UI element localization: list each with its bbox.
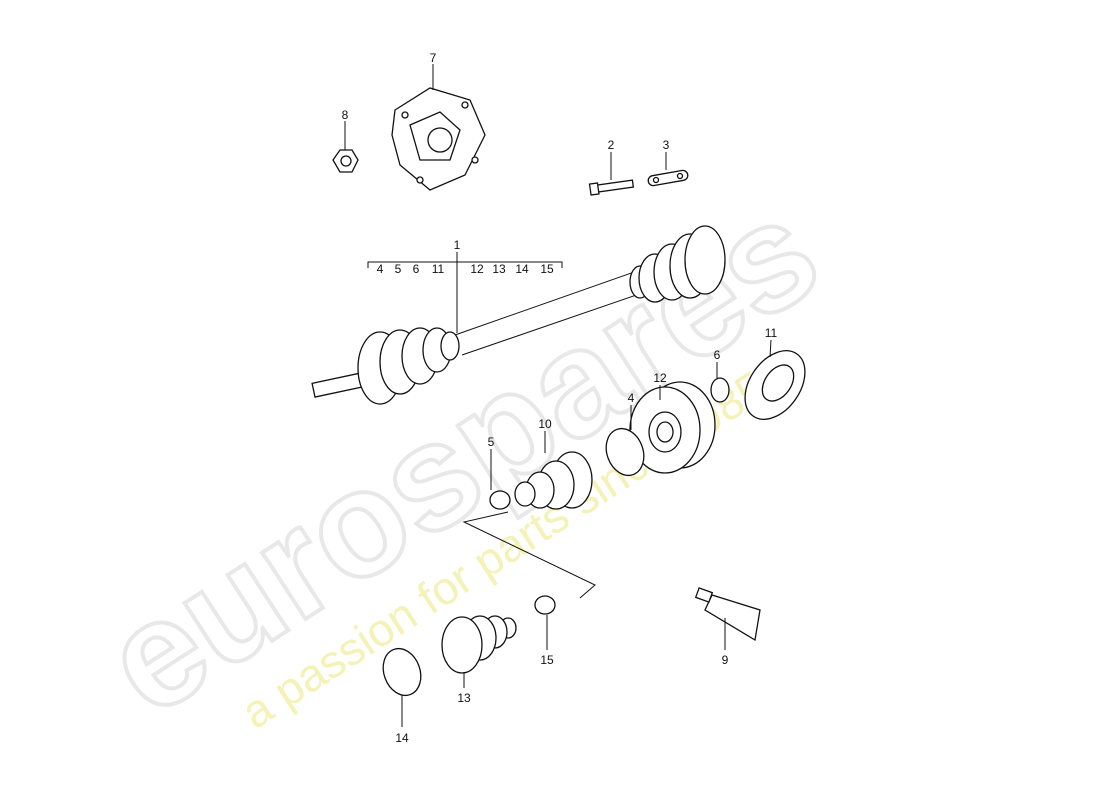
callout-6: 6 xyxy=(714,348,721,362)
group-item-4: 4 xyxy=(377,262,384,276)
callouts: 1 4 5 6 11 12 13 14 15 2 3 7 8 11 12 6 4… xyxy=(342,51,778,745)
part-15-clamp[interactable] xyxy=(534,595,556,615)
leader-lines xyxy=(344,64,772,727)
callout-1: 1 xyxy=(454,238,461,252)
part-11-cover[interactable] xyxy=(733,340,818,431)
part-9-grease-tube[interactable] xyxy=(694,587,761,642)
group-item-12: 12 xyxy=(470,262,484,276)
callout-14: 14 xyxy=(395,731,409,745)
part-2-bolt[interactable] xyxy=(588,179,635,196)
callout-12: 12 xyxy=(653,371,667,385)
group-item-5: 5 xyxy=(395,262,402,276)
part-8-nut[interactable] xyxy=(332,149,359,173)
callout-7: 7 xyxy=(430,51,437,65)
callout-15: 15 xyxy=(540,653,554,667)
part-5-clamp[interactable] xyxy=(489,490,511,510)
group-item-15: 15 xyxy=(540,262,554,276)
part-6-circlip[interactable] xyxy=(710,377,730,403)
part-7-flange[interactable] xyxy=(391,87,486,191)
part-1-drive-shaft[interactable] xyxy=(311,225,726,405)
part-3-plate[interactable] xyxy=(647,169,689,187)
part-12-cv-joint[interactable] xyxy=(629,381,716,474)
callout-2: 2 xyxy=(608,138,615,152)
callout-10: 10 xyxy=(538,417,552,431)
part-4-clamp[interactable] xyxy=(600,423,650,480)
group-item-14: 14 xyxy=(515,262,529,276)
group-item-13: 13 xyxy=(492,262,506,276)
callout-4: 4 xyxy=(628,391,635,405)
callout-3: 3 xyxy=(663,138,670,152)
callout-13: 13 xyxy=(457,691,471,705)
callout-5: 5 xyxy=(488,435,495,449)
callout-8: 8 xyxy=(342,108,349,122)
callout-9: 9 xyxy=(722,653,729,667)
group-item-6: 6 xyxy=(413,262,420,276)
callout-11: 11 xyxy=(765,326,778,340)
part-10-boot[interactable] xyxy=(514,451,593,510)
group-item-11: 11 xyxy=(432,262,445,276)
part-13-boot[interactable] xyxy=(441,615,517,674)
part-14-clamp[interactable] xyxy=(377,643,427,700)
